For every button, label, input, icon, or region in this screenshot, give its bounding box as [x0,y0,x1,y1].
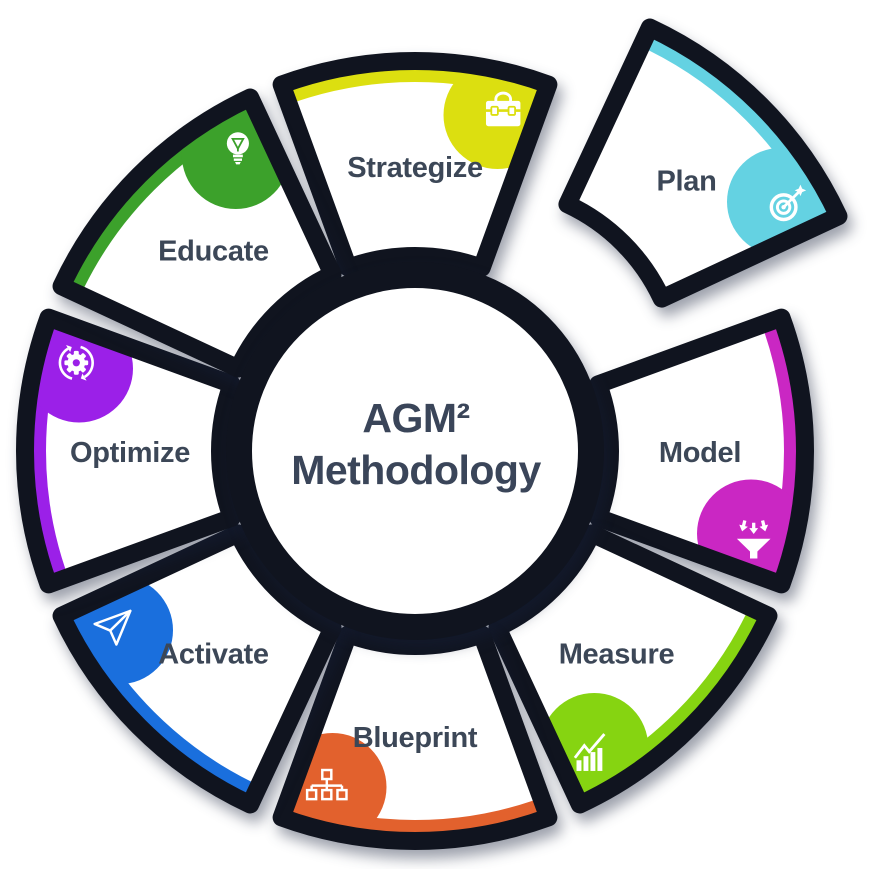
segment-outline [52,524,342,814]
segment-measure: Measure [488,524,778,814]
target-icon [769,184,807,222]
segment-label: Plan [656,166,716,198]
segment-optimize: Optimize [16,308,241,594]
segment-model: Model [589,308,814,594]
segment-label: Strategize [347,152,483,184]
hub: AGM² Methodology [226,262,604,640]
segment-outline [272,52,558,277]
segment-label: Optimize [70,437,190,469]
segment-label: Measure [559,639,675,671]
segment-label: Model [659,437,741,469]
hub-title-line2: Methodology [291,447,541,493]
funnel-icon [736,520,771,559]
segment-outline [488,524,778,814]
segment-outline [52,88,342,378]
segment-label: Activate [158,639,269,671]
segment-outline [272,625,558,850]
segment-label: Educate [158,236,269,268]
segment-educate: Educate [52,88,342,378]
lightbulb-icon [226,132,249,165]
gear-refresh-icon [58,345,94,381]
hub-circle [226,262,604,640]
sitemap-icon [305,768,348,801]
bar-chart-icon [573,733,606,771]
segment-activate: Activate [52,524,342,814]
segment-outline [16,308,241,594]
segment-outline [589,308,814,594]
briefcase-icon [485,91,521,127]
hub-title-line1: AGM² [362,395,469,441]
paper-plane-icon [93,609,132,646]
segment-blueprint: Blueprint [272,625,558,850]
segments-layer: Strategize Plan Model [16,18,848,850]
segment-strategize: Strategize [272,52,558,277]
segment-label: Blueprint [353,722,478,754]
segment-outline [558,18,848,308]
segment-plan: Plan [558,18,848,308]
